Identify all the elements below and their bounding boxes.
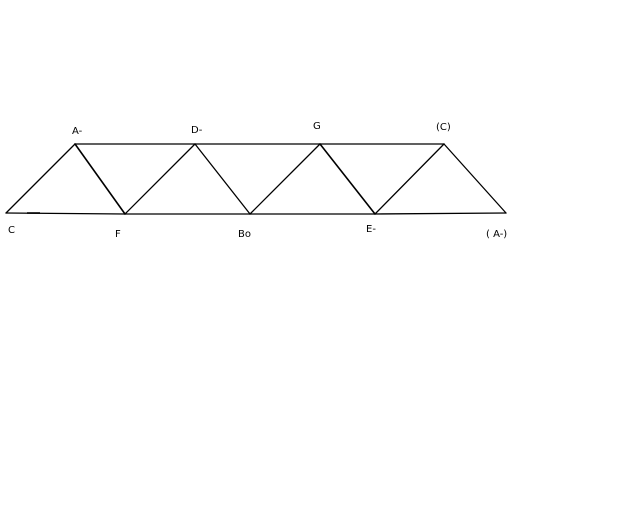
edge-f-d <box>124 143 196 215</box>
edge-bo-g <box>249 143 321 215</box>
label-bo: Bo <box>238 229 251 240</box>
edge-g-e <box>319 143 376 215</box>
edge-d-bo <box>194 143 251 215</box>
edge-c-a-right <box>443 143 507 214</box>
edge-c-a <box>5 143 76 214</box>
label-g: G <box>313 121 321 132</box>
label-f: F <box>115 229 121 240</box>
edge-c-f <box>5 212 126 215</box>
edge-e-c <box>374 143 445 215</box>
label-e: E- <box>366 224 376 235</box>
label-c-top: (C) <box>436 122 451 133</box>
label-a: A- <box>72 126 83 137</box>
edge-e-a <box>374 212 507 215</box>
edge-a-f <box>74 143 126 215</box>
label-d: D- <box>191 125 203 136</box>
label-c: C <box>8 225 15 236</box>
label-a-bottom: ( A-) <box>486 229 507 240</box>
